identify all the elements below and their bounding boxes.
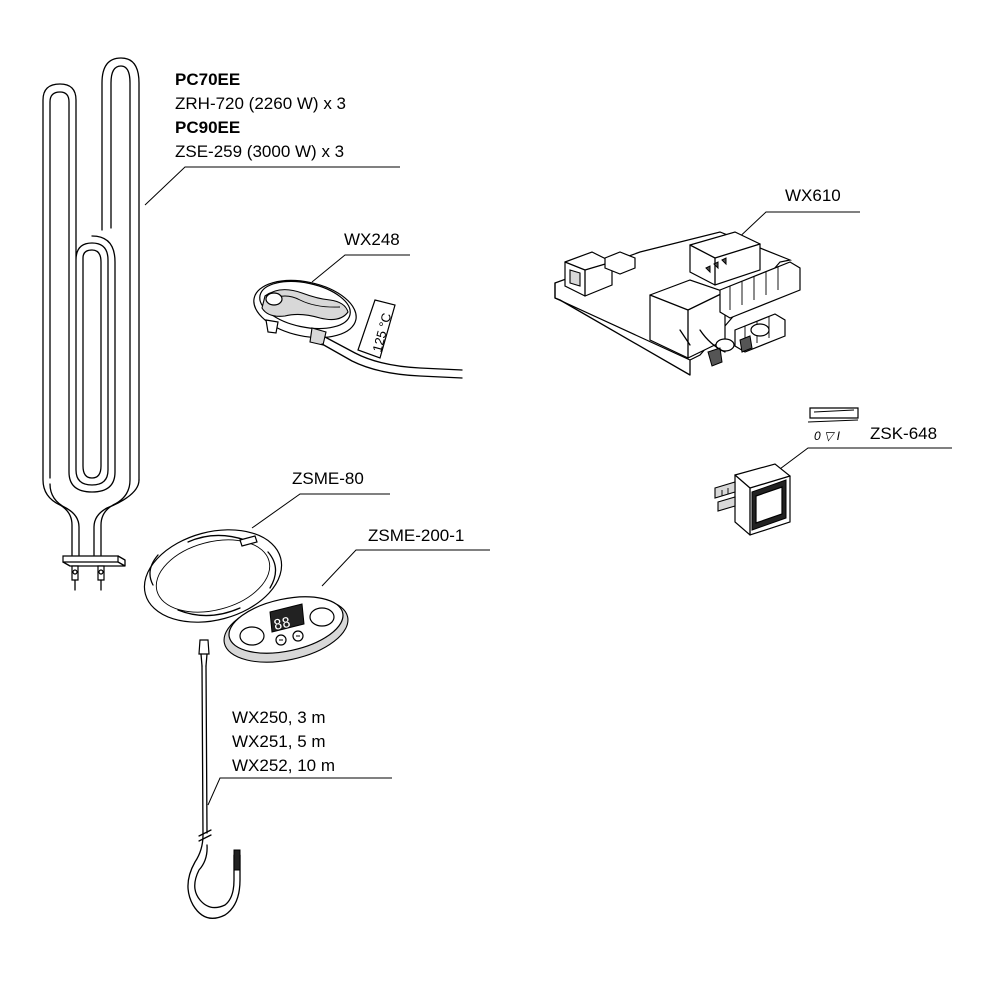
temperature-sensor-drawing: 125 °C (253, 254, 463, 379)
control-panel-drawing: 88 (223, 549, 490, 663)
cable-1-label: WX250, 3 m (232, 708, 326, 727)
control-unit-code-label: WX610 (785, 186, 841, 205)
sensor-cable-drawing (187, 639, 392, 919)
switch-code-label: ZSK-648 (870, 424, 938, 443)
heater-model-b-label: PC90EE (175, 118, 241, 137)
heater-element-b-label: ZSE-259 (3000 W) x 3 (175, 142, 345, 161)
control-panel-code-label: ZSME-200-1 (368, 526, 465, 545)
switch-marking: 0 ▽ I (814, 429, 841, 443)
sensor-code-label: WX248 (344, 230, 400, 249)
heater-element-a-label: ZRH-720 (2260 W) x 3 (175, 94, 346, 113)
cable-3-label: WX252, 10 m (232, 756, 335, 775)
heater-model-a-label: PC70EE (175, 70, 241, 89)
panel-frame-code-label: ZSME-80 (292, 469, 364, 488)
power-switch-drawing: 0 ▽ I (714, 407, 952, 536)
control-panel-display: 88 (272, 615, 292, 634)
panel-frame-drawing (143, 493, 390, 623)
control-unit-drawing (554, 211, 860, 376)
heating-element-drawing (42, 57, 400, 591)
cable-2-label: WX251, 5 m (232, 732, 326, 751)
